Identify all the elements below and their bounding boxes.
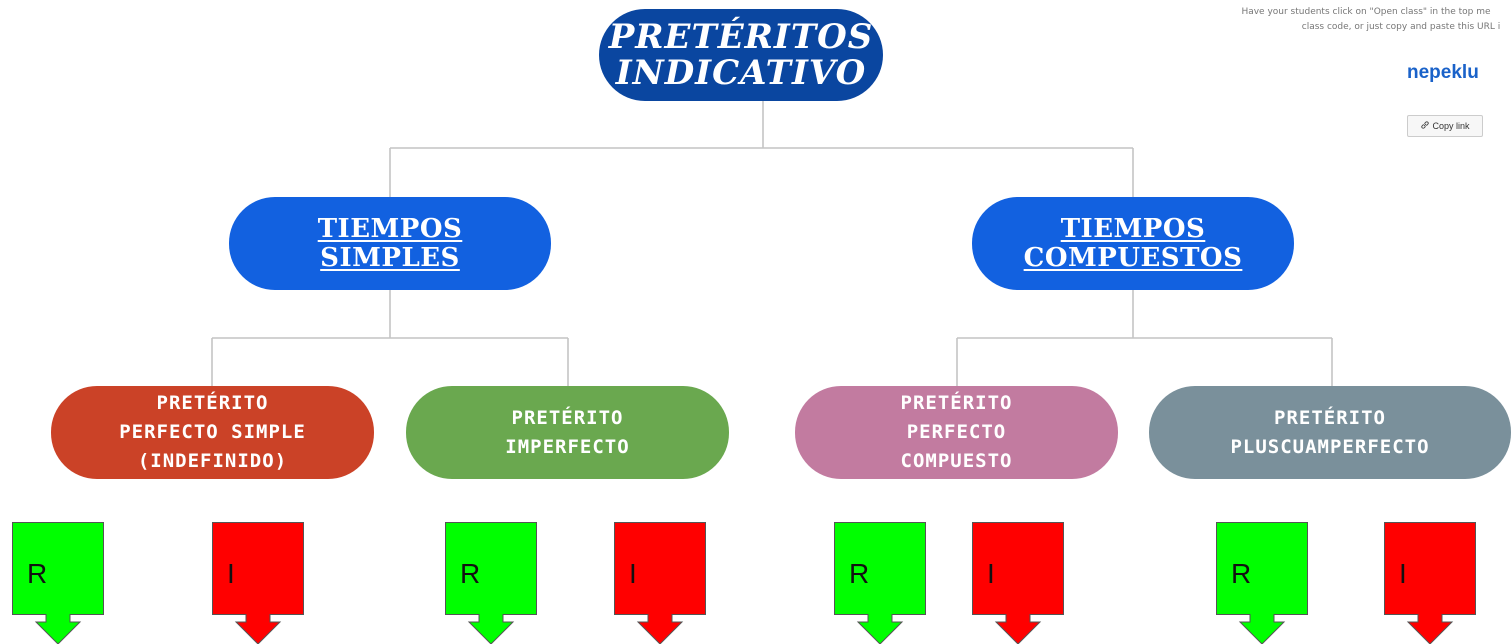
link-icon	[1420, 120, 1430, 132]
card-letter: I	[1399, 558, 1407, 589]
card-letter: I	[227, 558, 235, 589]
down-arrow-icon	[34, 614, 82, 644]
tense-node-pluscuamperfecto-label: PRETÉRITO PLUSCUAMPERFECTO	[1230, 406, 1430, 458]
card-letter: R	[849, 558, 870, 589]
card-letter: R	[1231, 558, 1252, 589]
card-box	[834, 522, 926, 615]
card-box	[1384, 522, 1476, 615]
card-box	[614, 522, 706, 615]
class-code: nepeklu	[1407, 62, 1479, 83]
card-box	[212, 522, 304, 615]
root-node-label: PRETÉRITOS INDICATIVO	[608, 17, 874, 93]
tense-node-imperfecto[interactable]: PRETÉRITO IMPERFECTO	[406, 386, 729, 479]
tense-node-perfecto-simple-label: PRETÉRITO PERFECTO SIMPLE (INDEFINIDO)	[119, 392, 306, 472]
class-instructions-line-1: Have your students click on "Open class"…	[1241, 7, 1491, 17]
tense-node-perfecto-compuesto[interactable]: PRETÉRITO PERFECTO COMPUESTO	[795, 386, 1118, 479]
tense-node-perfecto-compuesto-label: PRETÉRITO PERFECTO COMPUESTO	[900, 392, 1013, 472]
tense-node-perfecto-simple[interactable]: PRETÉRITO PERFECTO SIMPLE (INDEFINIDO)	[51, 386, 374, 479]
card-letter: R	[27, 558, 48, 589]
tense-node-imperfecto-label: PRETÉRITO IMPERFECTO	[505, 406, 630, 458]
down-arrow-icon	[467, 614, 515, 644]
copy-link-button[interactable]: Copy link	[1407, 115, 1483, 137]
group-node-simples[interactable]: TIEMPOS SIMPLES	[229, 197, 551, 290]
card-letter: I	[987, 558, 995, 589]
down-arrow-icon	[1406, 614, 1454, 644]
group-node-simples-label: TIEMPOS SIMPLES	[317, 213, 463, 273]
card-box	[972, 522, 1064, 615]
down-arrow-icon	[636, 614, 684, 644]
class-instructions: Have your students click on "Open class"…	[1221, 5, 1511, 35]
down-arrow-icon	[994, 614, 1042, 644]
root-node[interactable]: PRETÉRITOS INDICATIVO	[599, 9, 883, 101]
group-node-compuestos[interactable]: TIEMPOS COMPUESTOS	[972, 197, 1294, 290]
down-arrow-icon	[856, 614, 904, 644]
down-arrow-icon	[1238, 614, 1286, 644]
down-arrow-icon	[234, 614, 282, 644]
tense-node-pluscuamperfecto[interactable]: PRETÉRITO PLUSCUAMPERFECTO	[1149, 386, 1511, 479]
card-box	[12, 522, 104, 615]
card-box	[445, 522, 537, 615]
card-box	[1216, 522, 1308, 615]
class-instructions-line-2: class code, or just copy and paste this …	[1301, 22, 1501, 32]
group-node-compuestos-label: TIEMPOS COMPUESTOS	[1023, 213, 1243, 273]
copy-link-label: Copy link	[1432, 121, 1470, 131]
card-letter: R	[460, 558, 481, 589]
card-letter: I	[629, 558, 637, 589]
